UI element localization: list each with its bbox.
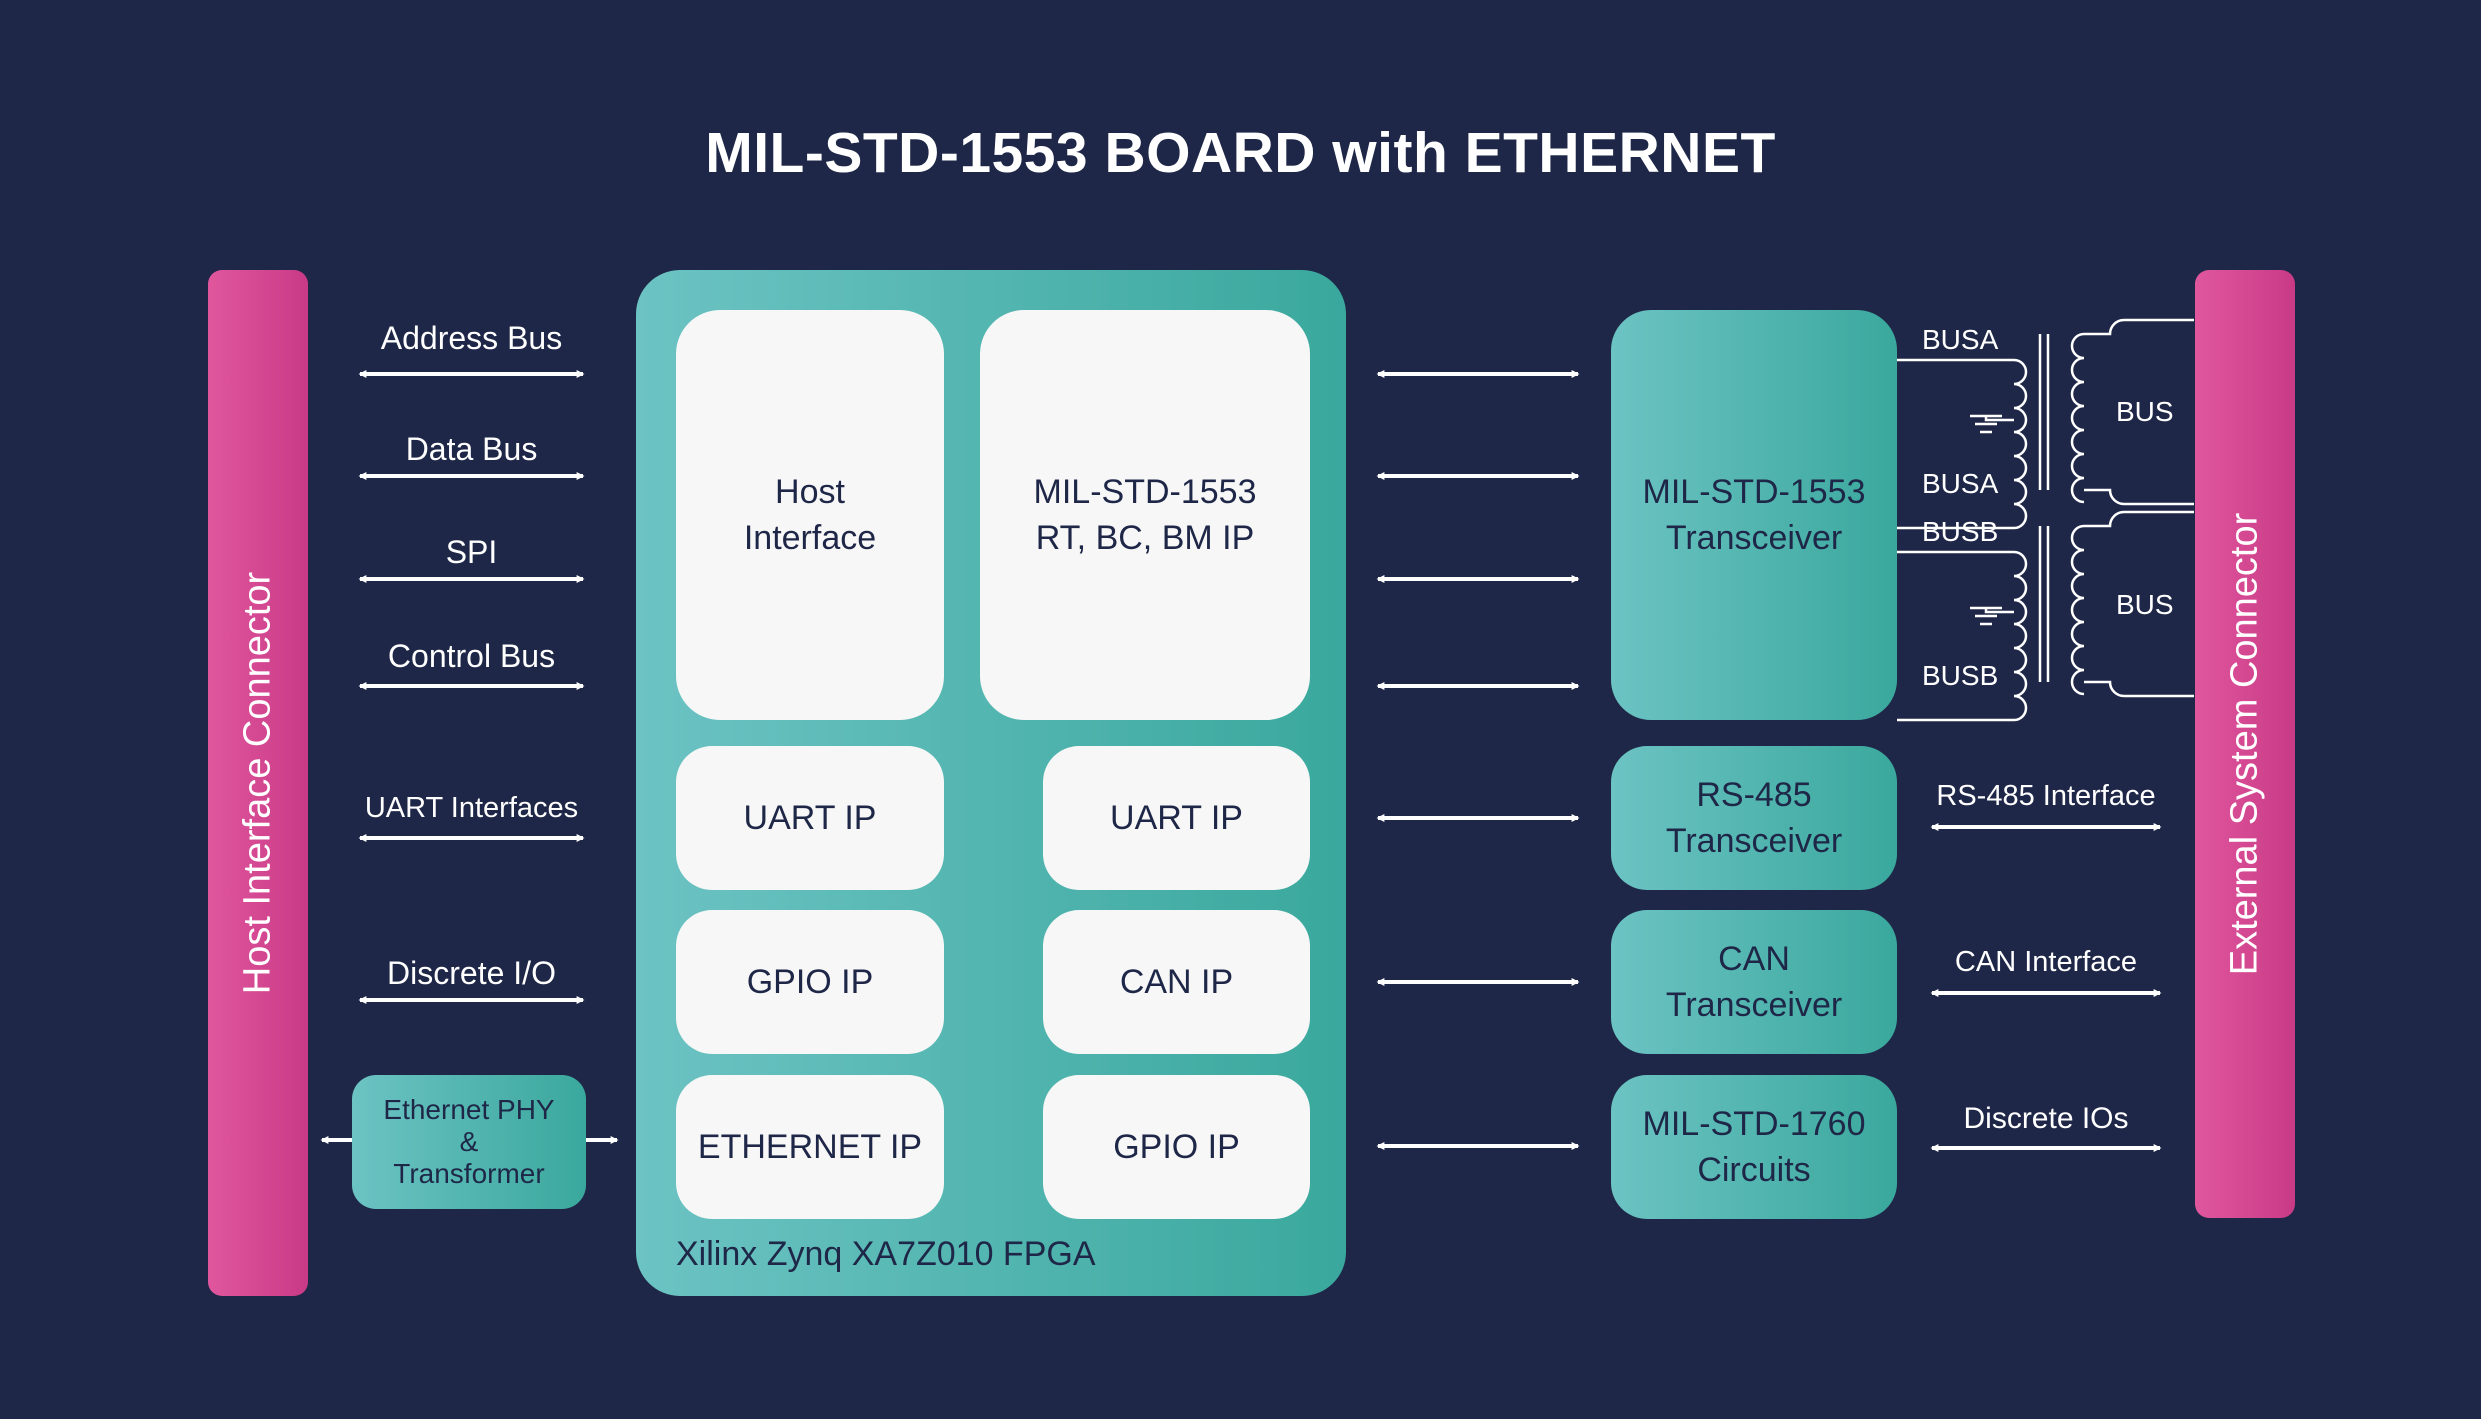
external-system-connector-label: External System Connector xyxy=(2223,512,2266,976)
uart-ip-right-block: UART IP xyxy=(1043,746,1310,890)
discrete-ios-label: Discrete IOs xyxy=(1963,1102,2129,1135)
host-interface-connector-label: Host Interface Connector xyxy=(236,571,279,995)
bus-b-transformer xyxy=(1897,510,2194,722)
can-ip-block: CAN IP xyxy=(1043,910,1310,1054)
rs485-interface-label: RS-485 Interface xyxy=(1936,780,2156,812)
bus-a-label: BUS xyxy=(2116,396,2174,427)
gpio-ip-left-block: GPIO IP xyxy=(676,910,944,1054)
host-interface-block: Host Interface xyxy=(676,310,944,720)
busb-bottom-label: BUSB xyxy=(1922,660,1999,691)
busa-top-label: BUSA xyxy=(1922,324,1999,355)
host-interface-connector: Host Interface Connector xyxy=(208,270,308,1296)
fpga-label: Xilinx Zynq XA7Z010 FPGA xyxy=(676,1235,1096,1273)
spi-label: SPI xyxy=(445,534,498,570)
bus-a-transformer xyxy=(1897,318,2194,530)
diagram-title: MIL-STD-1553 BOARD with ETHERNET xyxy=(705,121,1776,185)
mil-std-1553-ip-block: MIL-STD-1553 RT, BC, BM IP xyxy=(980,310,1310,720)
discrete-io-label: Discrete I/O xyxy=(387,955,556,991)
rs485-transceiver-block: RS-485 Transceiver xyxy=(1611,746,1897,890)
ethernet-ip-block: ETHERNET IP xyxy=(676,1075,944,1219)
data-bus-label: Data Bus xyxy=(405,431,538,467)
uart-ip-left-block: UART IP xyxy=(676,746,944,890)
can-transceiver-block: CAN Transceiver xyxy=(1611,910,1897,1054)
uart-interfaces-label: UART Interfaces xyxy=(364,792,579,824)
busb-top-label: BUSB xyxy=(1922,516,1999,547)
mil-std-1553-transceiver-block: MIL-STD-1553 Transceiver xyxy=(1611,310,1897,720)
control-bus-label: Control Bus xyxy=(387,638,556,674)
mil-std-1760-circuits-block: MIL-STD-1760 Circuits xyxy=(1611,1075,1897,1219)
ethernet-phy-block: Ethernet PHY & Transformer xyxy=(352,1075,586,1209)
address-bus-label: Address Bus xyxy=(380,320,563,356)
gpio-ip-right-block: GPIO IP xyxy=(1043,1075,1310,1219)
can-interface-label: CAN Interface xyxy=(1954,946,2138,978)
bus-b-label: BUS xyxy=(2116,589,2174,620)
busa-bottom-label: BUSA xyxy=(1922,468,1999,499)
external-system-connector: External System Connector xyxy=(2195,270,2295,1218)
